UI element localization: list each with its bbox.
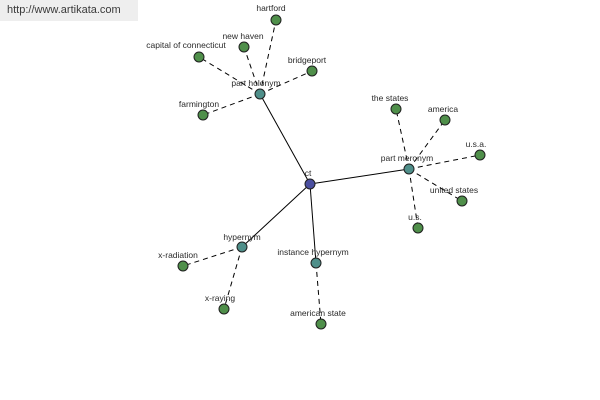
edge-part-meronym-to-america [408,119,446,170]
node-farmington[interactable] [197,109,209,121]
label-america[interactable]: america [428,104,459,114]
label-u-s-a[interactable]: u.s.a. [466,139,487,149]
edge-part-holonym-to-farmington [202,93,261,116]
node-america[interactable] [439,114,451,126]
edge-center-to-hypernym [241,183,311,248]
edge-part-holonym-to-hartford [259,19,277,95]
edge-part-holonym-to-bridgeport [259,70,313,95]
label-the-states[interactable]: the states [372,93,409,103]
label-x-radiation[interactable]: x-radiation [158,250,198,260]
node-u-s[interactable] [412,222,424,234]
label-bridgeport[interactable]: bridgeport [288,55,327,65]
edge-part-meronym-to-u-s [408,168,419,229]
graph-edges [182,19,481,325]
hub-label-part-meronym[interactable]: part meronym [381,153,433,163]
label-x-raying[interactable]: x-raying [205,293,236,303]
edge-center-to-instance-hypernym [309,183,317,264]
hub-node-instance-hypernym[interactable] [310,257,322,269]
source-url-banner[interactable]: http://www.artikata.com [0,0,138,21]
hub-label-instance-hypernym[interactable]: instance hypernym [277,247,348,257]
label-united-states[interactable]: united states [430,185,478,195]
node-x-radiation[interactable] [177,260,189,272]
node-united-states[interactable] [456,195,468,207]
label-new-haven[interactable]: new haven [222,31,263,41]
hub-node-part-holonym[interactable] [254,88,266,100]
node-x-raying[interactable] [218,303,230,315]
edge-part-meronym-to-u-s-a [408,154,481,170]
hub-node-part-meronym[interactable] [403,163,415,175]
node-hartford[interactable] [270,14,282,26]
edge-part-meronym-to-united-states [408,168,463,202]
hub-label-part-holonym[interactable]: part holonym [231,78,280,88]
edge-hypernym-to-x-radiation [182,246,243,267]
hub-node-hypernym[interactable] [236,241,248,253]
edge-part-meronym-to-the-states [395,108,410,170]
edge-center-to-part-meronym [309,168,410,185]
edge-part-holonym-to-capital-of-connecticut [198,56,261,95]
node-american-state[interactable] [315,318,327,330]
node-bridgeport[interactable] [306,65,318,77]
graph-nodes [177,14,486,330]
center-label[interactable]: ct [305,168,312,178]
hub-label-hypernym[interactable]: hypernym [223,232,260,242]
node-u-s-a[interactable] [474,149,486,161]
node-the-states[interactable] [390,103,402,115]
center-node[interactable] [304,178,316,190]
label-u-s[interactable]: u.s. [408,212,422,222]
label-farmington[interactable]: farmington [179,99,219,109]
edge-center-to-part-holonym [259,93,311,185]
label-capital-of-connecticut[interactable]: capital of connecticut [146,40,226,50]
label-american-state[interactable]: american state [290,308,346,318]
edge-hypernym-to-x-raying [223,246,243,310]
node-capital-of-connecticut[interactable] [193,51,205,63]
edge-instance-hypernym-to-american-state [315,262,322,325]
label-hartford[interactable]: hartford [256,3,286,13]
node-new-haven[interactable] [238,41,250,53]
